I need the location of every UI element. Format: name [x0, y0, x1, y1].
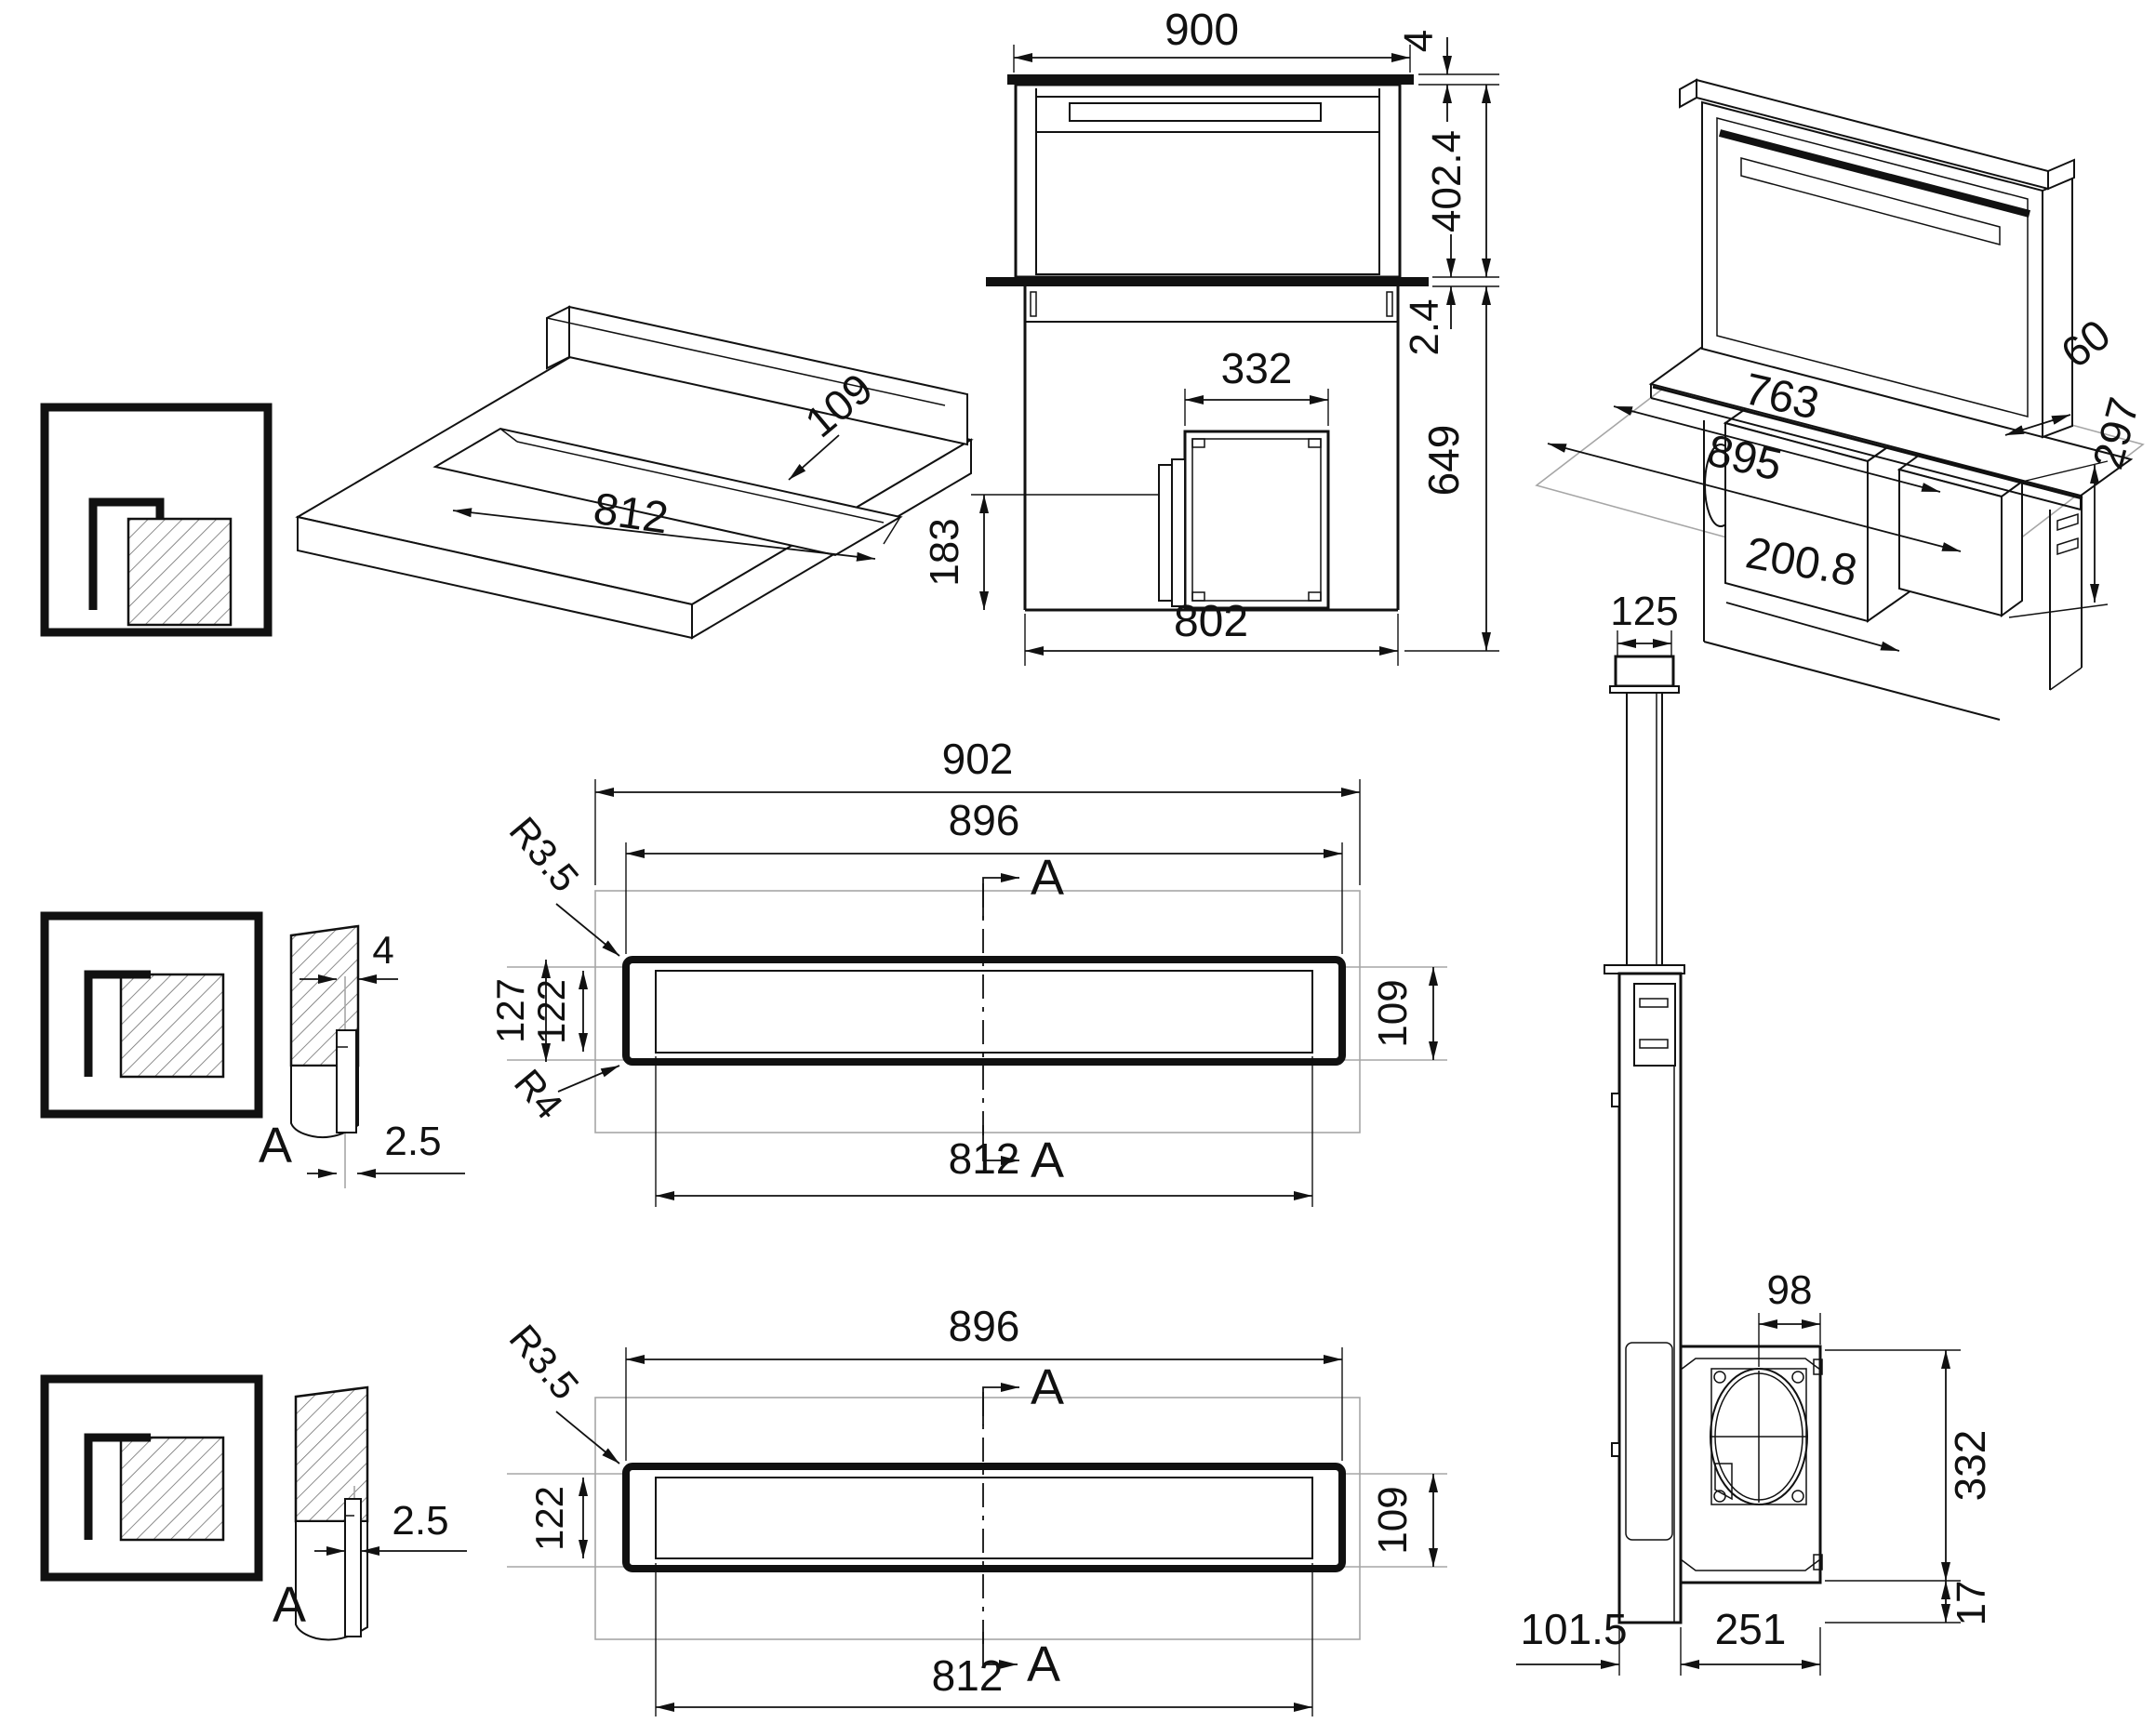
dim-side-clearance-1015: 101.5	[1520, 1605, 1627, 1653]
dim-front-offset-183: 183	[922, 518, 967, 586]
icon-proud-install	[40, 403, 273, 637]
icon-flush-install-2	[40, 1374, 263, 1582]
dim-plan2-frame-896: 896	[949, 1302, 1020, 1350]
dim-iso-cutout-812: 812	[591, 484, 672, 544]
duct-cap	[1614, 655, 1675, 688]
motor-box-front	[1183, 430, 1330, 610]
side-view: 125 98	[1516, 589, 1994, 1676]
dim-side-duct-125: 125	[1610, 589, 1678, 634]
section-detail-proud: 4 2.5 A	[259, 924, 465, 1188]
hood-glass-panel	[1035, 96, 1380, 275]
dim-plan2-depth-122: 122	[527, 1486, 571, 1551]
dim-line-cutout-812	[452, 508, 876, 562]
section2-label-a: A	[273, 1577, 306, 1633]
icon-flush2-hood-symbol	[119, 1436, 225, 1542]
section2-mark-a-bottom: A	[1027, 1637, 1060, 1692]
countertop-line	[986, 277, 1429, 286]
dim-front-below-649: 649	[1419, 425, 1468, 497]
front-view: 900 332 183	[922, 6, 1499, 666]
dim-radius-r4: R4	[506, 1061, 572, 1127]
hood-glass-plan-2	[655, 1477, 1313, 1559]
dim-side-gap-17: 17	[1949, 1581, 1994, 1626]
dim-front-above-402: 402.4	[1424, 130, 1470, 232]
hood-led-strip	[1740, 157, 2001, 245]
dim-plan-glass-812: 812	[949, 1134, 1020, 1183]
hood-top-plate	[1007, 74, 1414, 85]
dim-plan2-radius-r35: R3.5	[501, 1317, 588, 1408]
dim-side-offset-98: 98	[1767, 1267, 1813, 1313]
section-mark-a-top: A	[1031, 850, 1064, 906]
dim-plan2-depth-109: 109	[1370, 1486, 1416, 1554]
dim-section2-gap-25: 2.5	[392, 1498, 448, 1544]
hood-glass-plan	[655, 970, 1313, 1054]
dim-plan-overall-902: 902	[942, 735, 1014, 783]
hood-frame-plan-2	[622, 1463, 1346, 1572]
dim-front-body-802: 802	[1174, 597, 1248, 646]
dim-side-outlet-332: 332	[1946, 1430, 1994, 1502]
icon-flush-hood-symbol	[119, 973, 225, 1079]
dim-section-lip-4: 4	[372, 928, 393, 972]
hood-light-slot	[1069, 102, 1322, 122]
plan-view-flush: 896 A A R3.5 122 109 812	[501, 1302, 1447, 1716]
cabinet-side	[1617, 972, 1683, 1624]
dim-depth-109: 109	[1370, 979, 1416, 1047]
icon-proud-hood-symbol	[126, 517, 233, 627]
iso-raised-view: 763 895 60 297 200.8	[1535, 78, 2149, 721]
section-label-a: A	[259, 1118, 292, 1173]
dim-front-recess-24: 2.4	[1402, 298, 1447, 355]
dim-side-motor-251: 251	[1715, 1605, 1787, 1653]
dim-front-plate-4: 4	[1396, 30, 1442, 52]
dim-section-gap-25: 2.5	[384, 1119, 441, 1164]
dim-iso-outlet-297: 297	[2083, 392, 2148, 474]
dim-radius-r35: R3.5	[501, 809, 588, 900]
dim-plan-frame-896: 896	[949, 796, 1020, 844]
section-mark-a-bottom: A	[1031, 1133, 1064, 1188]
motor-box-side	[1679, 1345, 1822, 1584]
iso-worktop-view: 812 109	[295, 305, 974, 640]
section2-mark-a-top: A	[1031, 1359, 1064, 1415]
section-detail-flush: 2.5 A	[273, 1385, 467, 1641]
plan-view-proud: 902 896 A A R3.5 R4 127 122 109 812	[488, 735, 1447, 1207]
dim-depth-122: 122	[529, 979, 573, 1044]
icon-flush-install-1	[40, 911, 263, 1119]
dim-front-motor-332: 332	[1221, 344, 1293, 392]
dim-depth-127: 127	[488, 978, 532, 1043]
dim-plan2-glass-812: 812	[932, 1651, 1004, 1700]
dim-front-width-900: 900	[1165, 6, 1239, 55]
hood-frame-plan	[622, 956, 1346, 1066]
